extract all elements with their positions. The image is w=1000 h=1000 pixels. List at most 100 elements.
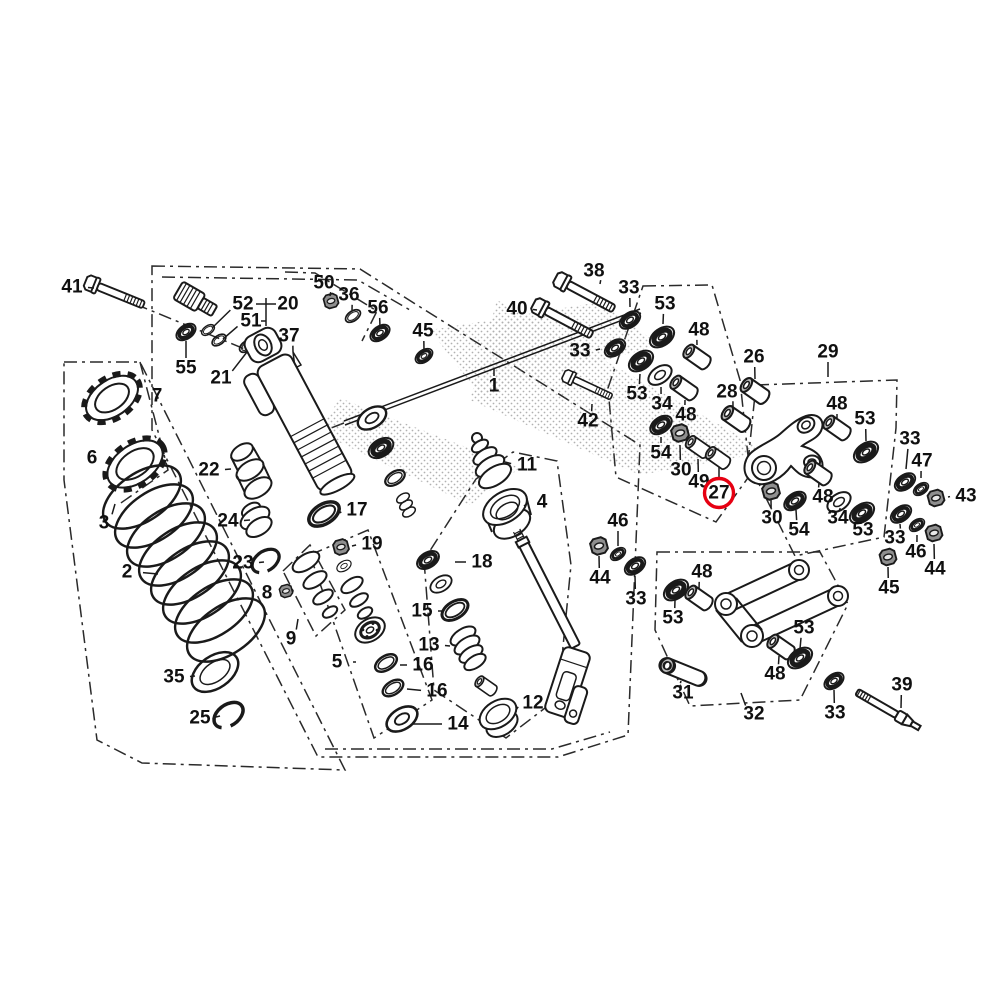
part-label-32: 32 [743, 704, 764, 725]
part-label-53: 53 [662, 608, 683, 629]
part-number-labels: 4155525120372150365645763222242389352517… [61, 261, 976, 735]
spring-seat-24 [239, 501, 273, 539]
leader-line-2 [142, 571, 159, 575]
part-label-31: 31 [672, 683, 694, 704]
part-label-55: 55 [175, 358, 197, 379]
nut-8 [277, 582, 295, 600]
adjuster-20 [173, 281, 218, 317]
collar-48a [680, 341, 714, 373]
part-label-50: 50 [313, 273, 334, 294]
part-label-18: 18 [471, 552, 492, 573]
leader-line-53 [860, 519, 863, 523]
o-ring-51 [209, 330, 229, 350]
washer-stack-9 [291, 550, 339, 619]
part-label-29: 29 [817, 342, 838, 363]
part-label-41: 41 [61, 277, 83, 298]
damper-rod-10 [512, 528, 591, 725]
leader-line-51 [222, 325, 239, 340]
leader-line-17 [339, 511, 342, 514]
label-bracket [256, 298, 276, 326]
leader-line-3 [111, 503, 116, 515]
washer-small [334, 557, 354, 575]
part-label-33: 33 [824, 703, 845, 724]
leader-line-33 [595, 348, 601, 351]
part-label-54: 54 [650, 443, 672, 464]
bearing-53c [850, 437, 882, 466]
part-label-15: 15 [411, 601, 433, 622]
leader-line-9 [295, 618, 299, 630]
part-label-33: 33 [618, 278, 639, 299]
leader-line-54 [795, 509, 798, 521]
leader-line-35 [189, 675, 196, 678]
bladder-13 [449, 625, 487, 672]
nut-44b [588, 535, 610, 557]
leader-line-22 [224, 468, 232, 471]
seal-case-12 [478, 697, 519, 738]
part-label-42: 42 [577, 411, 598, 432]
leader-line-41 [87, 286, 95, 289]
part-label-23: 23 [232, 553, 253, 574]
part-label-44: 44 [924, 559, 946, 580]
part-label-24: 24 [217, 511, 239, 532]
leader-line-33 [905, 448, 909, 470]
leader-line-32 [740, 692, 747, 706]
part-label-33: 33 [884, 528, 905, 549]
bearing-33e [619, 551, 651, 581]
part-label-48: 48 [764, 664, 785, 685]
leader-line-40 [532, 308, 538, 311]
part-label-39: 39 [891, 675, 912, 696]
part-label-13: 13 [418, 635, 439, 656]
part-label-11: 11 [517, 455, 538, 476]
part-label-52: 52 [232, 294, 253, 315]
leader-line-6 [107, 458, 113, 462]
leader-line-4 [523, 503, 527, 507]
part-label-38: 38 [583, 261, 604, 282]
part-label-16: 16 [426, 681, 447, 702]
part-label-28: 28 [716, 382, 737, 403]
part-label-56: 56 [367, 298, 388, 319]
part-label-19: 19 [361, 534, 382, 555]
nut-19 [331, 537, 351, 557]
flange-bolt-41 [81, 272, 148, 314]
spring-seat-35 [190, 650, 240, 694]
part-label-46: 46 [607, 511, 628, 532]
part-label-34: 34 [651, 394, 673, 415]
bump-stop-22 [230, 442, 273, 500]
part-label-48: 48 [826, 394, 847, 415]
part-label-48: 48 [688, 320, 709, 341]
bump-rubber-11 [470, 432, 512, 490]
back-up-ring-17 [302, 495, 346, 533]
part-label-22: 22 [198, 460, 219, 481]
part-label-53: 53 [854, 409, 875, 430]
part-label-20: 20 [277, 294, 298, 315]
part-label-3: 3 [99, 513, 110, 534]
leader-line-12 [515, 706, 519, 711]
nut-43 [925, 487, 947, 509]
stud-bolt-39 [854, 688, 922, 732]
leader-line-25 [215, 715, 221, 718]
part-label-33: 33 [569, 341, 590, 362]
part-label-45: 45 [412, 321, 434, 342]
nut-30b [760, 480, 782, 502]
part-label-1: 1 [489, 376, 500, 397]
washer-33d [885, 499, 917, 529]
leader-line-31 [679, 680, 682, 684]
part-label-30: 30 [761, 508, 782, 529]
part-label-6: 6 [87, 448, 98, 469]
o-ring-15 [436, 593, 474, 627]
part-label-25: 25 [189, 708, 211, 729]
o-ring-52 [198, 321, 218, 339]
piston-5 [354, 616, 386, 644]
leader-line-21 [231, 351, 248, 372]
part-label-12: 12 [522, 693, 543, 714]
part-label-51: 51 [240, 311, 262, 332]
leader-line-7 [135, 396, 142, 399]
leader-line-24 [243, 519, 251, 522]
leader-lines [87, 279, 951, 725]
leader-line-48 [777, 655, 780, 665]
washer-55 [171, 318, 201, 346]
part-label-5: 5 [332, 652, 343, 673]
coil-spring-2 [101, 464, 267, 663]
